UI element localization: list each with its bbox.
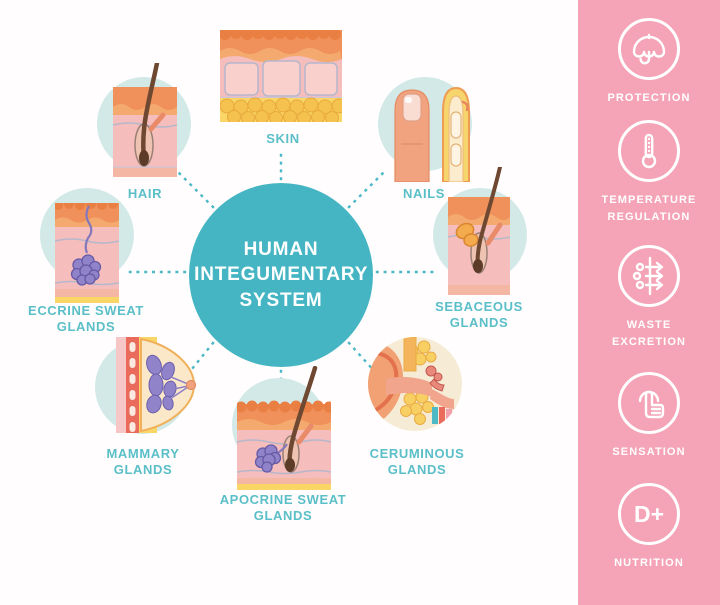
page-title: HUMAN INTEGUMENTARY SYSTEM [194, 238, 369, 311]
touch-finger-icon [618, 372, 680, 434]
function-temperature-regulation: TEMPERATURE REGULATION [578, 120, 720, 225]
function-waste-excretion: WASTE EXCRETION [578, 245, 720, 350]
item-label-hair: HAIR [127, 186, 163, 201]
functions-sidebar: PROTECTION TEMPERATURE REGULATION [578, 0, 720, 605]
vitamin-d-icon: D+ [618, 483, 680, 545]
apocrine-sweat-glands-illustration [237, 366, 331, 490]
function-nutrition: D+ NUTRITION [578, 483, 720, 572]
function-label-waste-excretion: WASTE EXCRETION [611, 319, 687, 348]
function-sensation: SENSATION [578, 372, 720, 461]
item-label-skin: SKIN [266, 131, 300, 146]
item-label-apocrine-sweat-glands: APOCRINE SWEAT GLANDS [219, 492, 347, 523]
ceruminous-glands-illustration [368, 337, 462, 431]
mammary-glands-illustration [116, 337, 196, 433]
nails-illustration [394, 86, 470, 182]
function-protection: PROTECTION [578, 18, 720, 107]
waste-filter-icon [618, 245, 680, 307]
thermometer-icon [618, 120, 680, 182]
umbrella-icon [618, 18, 680, 80]
sebaceous-glands-illustration [448, 167, 510, 295]
item-label-ceruminous-glands: CERUMINOUS GLANDS [369, 446, 465, 477]
function-label-temperature-regulation: TEMPERATURE REGULATION [601, 194, 697, 223]
vitamin-d-badge: D+ [634, 501, 664, 527]
item-label-sebaceous-glands: SEBACEOUS GLANDS [435, 299, 523, 330]
item-label-eccrine-sweat-glands: ECCRINE SWEAT GLANDS [28, 303, 144, 334]
hair-illustration [113, 63, 177, 177]
function-label-nutrition: NUTRITION [614, 557, 684, 569]
eccrine-sweat-glands-illustration [55, 203, 119, 303]
item-label-nails: NAILS [403, 186, 445, 201]
central-title-circle: HUMAN INTEGUMENTARY SYSTEM [189, 183, 373, 367]
skin-illustration [220, 30, 342, 122]
function-label-sensation: SENSATION [612, 446, 686, 458]
function-label-protection: PROTECTION [607, 92, 691, 104]
item-label-mammary-glands: MAMMARY GLANDS [106, 446, 180, 477]
